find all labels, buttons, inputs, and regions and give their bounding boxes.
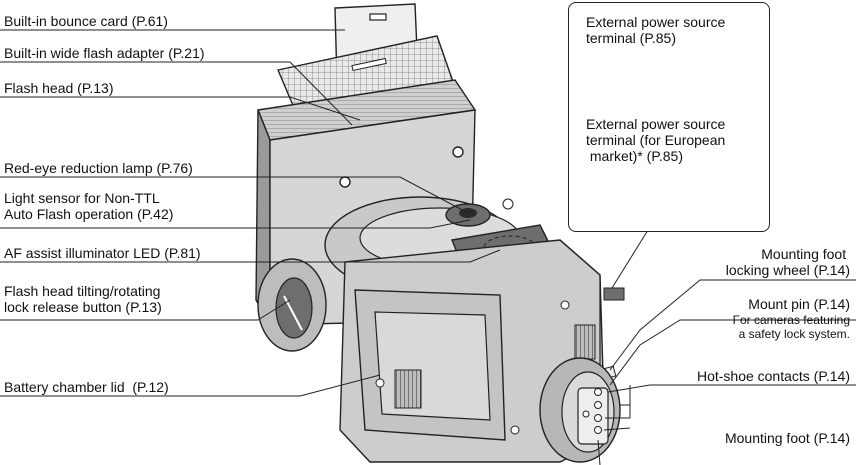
label-bounce-card: Built-in bounce card (P.61) bbox=[4, 13, 168, 29]
leader-hot-shoe-h bbox=[607, 384, 856, 393]
label-wide-adapter: Built-in wide flash adapter (P.21) bbox=[4, 45, 205, 61]
label-light-sensor: Light sensor for Non-TTL Auto Flash oper… bbox=[4, 190, 174, 222]
leader-mount-pin bbox=[609, 319, 856, 386]
leader-light-sensor bbox=[0, 219, 471, 229]
leader-tilt-release bbox=[0, 299, 291, 321]
flash-body-shape bbox=[339, 239, 625, 463]
mounting-foot-shape bbox=[539, 357, 621, 463]
label-flash-head: Flash head (P.13) bbox=[4, 80, 114, 96]
terminal-2-label: External power source terminal (for Euro… bbox=[586, 116, 726, 164]
label-mounting-foot: Mounting foot (P.14) bbox=[724, 430, 850, 446]
leader-red-eye bbox=[0, 176, 469, 214]
leader-lines bbox=[0, 29, 856, 465]
leader-external-terminal bbox=[611, 229, 649, 289]
leader-flash-head bbox=[0, 96, 361, 121]
external-terminal-callout-box bbox=[568, 2, 770, 232]
leader-wide-adapter-d bbox=[289, 61, 353, 126]
label-hot-shoe-contacts: Hot-shoe contacts (P.14) bbox=[696, 368, 850, 384]
leader-mounting-foot bbox=[597, 439, 601, 465]
leader-af-assist bbox=[0, 249, 501, 263]
leader-battery-lid bbox=[0, 374, 381, 397]
label-mount-pin-note: For cameras featuring a safety lock syst… bbox=[732, 313, 850, 341]
label-locking-wheel: Mounting foot locking wheel (P.14) bbox=[725, 246, 850, 278]
terminal-1-label: External power source terminal (P.85) bbox=[586, 14, 726, 46]
label-af-assist: AF assist illuminator LED (P.81) bbox=[4, 245, 201, 261]
label-battery-lid: Battery chamber lid (P.12) bbox=[4, 379, 169, 395]
label-red-eye-lamp: Red-eye reduction lamp (P.76) bbox=[4, 160, 193, 176]
tilt-release-knob-shape bbox=[257, 258, 327, 352]
leader-hot-shoe-t3 bbox=[603, 427, 631, 431]
label-tilt-release: Flash head tilting/rotating lock release… bbox=[4, 283, 162, 315]
label-mount-pin: Mount pin (P.14) bbox=[748, 296, 850, 312]
leader-locking-wheel bbox=[609, 279, 856, 371]
